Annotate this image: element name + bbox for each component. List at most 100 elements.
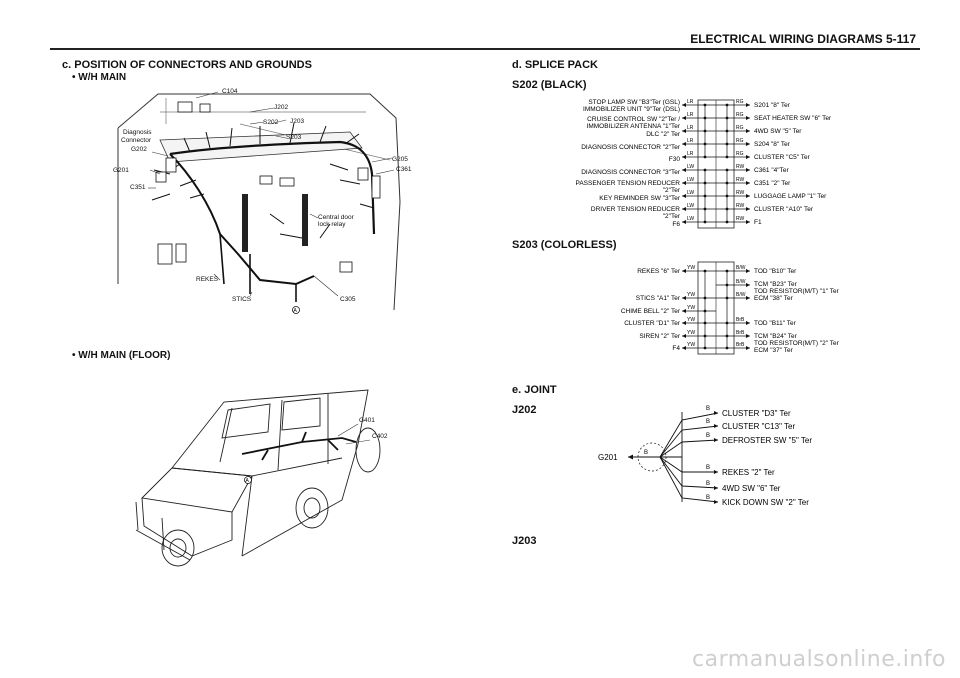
j202-title: J202	[512, 404, 537, 416]
callout-c104: C104	[222, 88, 238, 95]
s202-rc-0: RG	[736, 99, 744, 105]
s202-left-label-7: DIAGNOSIS CONNECTOR "3"Ter	[581, 169, 681, 176]
harness-main-diagram: A	[117, 91, 401, 314]
s202-lc-7: LW	[687, 190, 694, 196]
s203-lc-1: YW	[687, 292, 695, 298]
s202-rc-9: RW	[736, 216, 745, 222]
s202-left-label-12: "2"Ter	[663, 213, 681, 220]
s203-rc-4: BrB	[736, 330, 745, 336]
s202-lc-6: LW	[687, 177, 694, 183]
s202-left-label-8: PASSENGER TENSION REDUCER	[575, 180, 680, 187]
s203-lc-0: YW	[687, 265, 695, 271]
s202-left-label-1: IMMOBILIZER UNIT "9"Ter (DSL)	[583, 106, 680, 113]
s202-lc-3: LR	[687, 138, 694, 144]
s202-rc-8: RW	[736, 203, 745, 209]
j202-wire-3: B	[706, 465, 710, 471]
callout-diagnosis: Diagnosis	[123, 129, 152, 136]
page-header: ELECTRICAL WIRING DIAGRAMS 5-117	[50, 28, 920, 50]
watermark: carmanualsonline.info	[692, 647, 946, 672]
j202-wire-1: B	[706, 419, 710, 425]
s203-rc-2: B/W	[736, 292, 746, 298]
s202-left-label-3: IMMOBILIZER ANTENNA "1"Ter	[587, 123, 681, 130]
s202-left-label-5: DIAGNOSIS CONNECTOR "2"Ter	[581, 144, 681, 151]
j202-wire-4: B	[706, 481, 710, 487]
s203-lc-4: YW	[687, 330, 695, 336]
s202-lc-2: LR	[687, 125, 694, 131]
callout-s202: S202	[263, 119, 279, 126]
j202-wire-0: B	[706, 406, 710, 412]
s203-left-label-3: CLUSTER "D1" Ter	[624, 320, 681, 327]
j202-label-1: CLUSTER "C13" Ter	[722, 422, 795, 431]
s203-right-label-2: TOD RESISTOR(M/T) "1" Ter	[754, 288, 840, 295]
s203-lc-2: YW	[687, 305, 695, 311]
s202-rc-3: RG	[736, 138, 744, 144]
callout-central-door: Central door	[318, 214, 354, 221]
s203-left-label-5: F4	[672, 345, 680, 352]
s203-right-label-0: TOD "B10" Ter	[754, 268, 797, 275]
callout-j203: J203	[290, 118, 305, 125]
s203-right-label-6: TOD RESISTOR(M/T) "2" Ter	[754, 340, 840, 347]
s202-right-label-6: C351 "2" Ter	[754, 180, 791, 187]
s202-left-label-13: F6	[672, 221, 680, 228]
page-title: ELECTRICAL WIRING DIAGRAMS 5-117	[690, 32, 916, 46]
s203-rc-3: BrB	[736, 317, 745, 323]
j202-ground-label: G201	[598, 453, 618, 462]
s202-rc-1: RG	[736, 112, 744, 118]
j202-label-5: KICK DOWN SW "2" Ter	[722, 498, 809, 507]
s202-left-label-9: "2"Ter	[663, 187, 681, 194]
j202-wire-2: B	[706, 433, 710, 439]
header-rule	[50, 48, 920, 50]
s202-right-label-0: S201 "8" Ter	[754, 102, 791, 109]
s203-lc-3: YW	[687, 317, 695, 323]
callout-c361: C361	[396, 166, 412, 173]
s203-left-label-0: REKES "6" Ter	[637, 268, 681, 275]
s203-left-label-4: SIREN "2" Ter	[639, 333, 680, 340]
s202-lc-5: LW	[687, 164, 694, 170]
s202-lc-9: LW	[687, 216, 694, 222]
callout-c402: C402	[372, 433, 388, 440]
s202-right-label-8: CLUSTER "A10" Ter	[754, 206, 814, 213]
s203-right-label-5: TCM "B24" Ter	[754, 333, 798, 340]
callout-stics: STICS	[232, 296, 252, 303]
s202-title: S202 (BLACK)	[512, 79, 587, 91]
callout-j202: J202	[274, 104, 289, 111]
s203-rc-1: B/W	[736, 279, 746, 285]
section-e-title: e. JOINT	[512, 384, 557, 396]
s202-rc-4: RG	[736, 151, 744, 157]
s202-splice-diagram: LR LR LR LR LR LW LW LW LW LW RG RG RG R…	[575, 99, 832, 229]
s202-left-label-4: DLC "2" Ter	[646, 131, 681, 138]
callout-g401: G401	[359, 417, 375, 424]
s202-rc-6: RW	[736, 177, 745, 183]
callout-lock-relay: lock relay	[318, 221, 346, 228]
bullet-wh-main: • W/H MAIN	[72, 72, 127, 83]
j202-ground-wire-color: B	[644, 450, 648, 456]
s202-lc-0: LR	[687, 99, 694, 105]
s203-rc-5: BrB	[736, 342, 745, 348]
s202-left-label-11: DRIVER TENSION REDUCER	[591, 206, 680, 213]
callout-rekes: REKES	[196, 276, 219, 283]
callout-g205: G205	[392, 156, 408, 163]
s202-right-label-3: S204 "8" Ter	[754, 141, 791, 148]
s202-left-label-6: F30	[669, 156, 681, 163]
j202-label-0: CLUSTER "D3" Ter	[722, 409, 791, 418]
s203-left-label-1: STICS "A1" Ter	[636, 295, 681, 302]
j202-label-3: REKES "2" Ter	[722, 468, 775, 477]
s203-lc-5: YW	[687, 342, 695, 348]
s202-left-label-10: KEY REMINDER SW "3"Ter	[599, 195, 681, 202]
s203-right-label-7: ECM "37" Ter	[754, 347, 794, 354]
s202-rc-7: RW	[736, 190, 745, 196]
vehicle-floor-diagram: A	[135, 389, 381, 567]
callout-s203: S203	[286, 134, 302, 141]
s202-right-label-9: F1	[754, 219, 762, 226]
j203-title: J203	[512, 535, 537, 547]
s202-left-label-0: STOP LAMP SW "B3"Ter (GSL)	[588, 99, 680, 106]
s202-right-label-4: CLUSTER "C5" Ter	[754, 154, 811, 161]
s202-right-label-7: LUGGAGE LAMP "1" Ter	[754, 193, 827, 200]
section-d-title: d. SPLICE PACK	[512, 59, 598, 71]
bullet-wh-main-floor: • W/H MAIN (FLOOR)	[72, 350, 171, 361]
j202-wire-5: B	[706, 495, 710, 501]
s202-lc-1: LR	[687, 112, 694, 118]
s203-left-label-2: CHIME BELL "2" Ter	[621, 308, 681, 315]
callout-c351: C351	[130, 184, 146, 191]
callout-g202: G202	[131, 146, 147, 153]
